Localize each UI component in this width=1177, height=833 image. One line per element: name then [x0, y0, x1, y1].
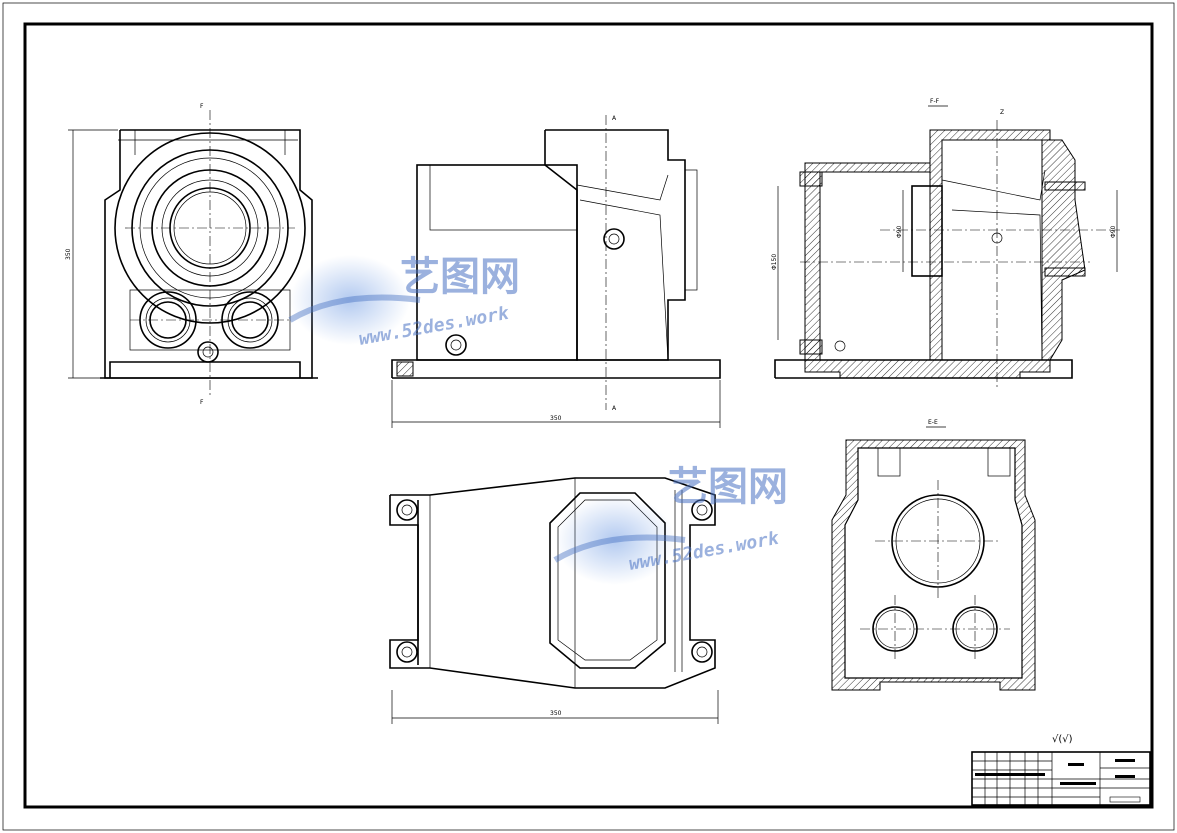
watermark-bottom-name: 艺图网	[668, 464, 788, 510]
watermark-top: 艺图网 www.52des.work	[288, 254, 520, 350]
plan-view: 350	[389, 477, 719, 724]
svg-text:F: F	[200, 399, 204, 406]
section-small-bore-dim: Φ90	[896, 225, 903, 238]
section-ee-view: E-E	[831, 419, 1036, 691]
svg-text:A: A	[612, 405, 617, 412]
watermark-bottom: 艺图网 www.52des.work	[553, 464, 788, 585]
svg-text:A: A	[612, 115, 617, 122]
title-block	[971, 751, 1151, 806]
watermark-top-name: 艺图网	[400, 254, 520, 300]
roughness-note: √(√)	[1052, 734, 1073, 745]
section-ff-view: F-F Φ150 Φ90 Φ90 Z	[771, 98, 1120, 390]
side-width-dimension: 350	[550, 415, 562, 422]
front-view: 350 F F	[65, 103, 318, 406]
section-ee-label: E-E	[928, 419, 938, 426]
side-view: 350 A A	[391, 115, 721, 428]
svg-text:Z: Z	[1000, 109, 1004, 116]
inner-border	[23, 22, 1154, 809]
section-right-bore-dim: Φ90	[1110, 225, 1117, 238]
plan-width-dimension: 350	[550, 710, 562, 717]
front-height-dimension: 350	[65, 248, 72, 260]
svg-text:F: F	[200, 103, 204, 110]
section-ff-label: F-F	[930, 98, 940, 105]
section-large-bore-dim: Φ150	[771, 254, 778, 270]
